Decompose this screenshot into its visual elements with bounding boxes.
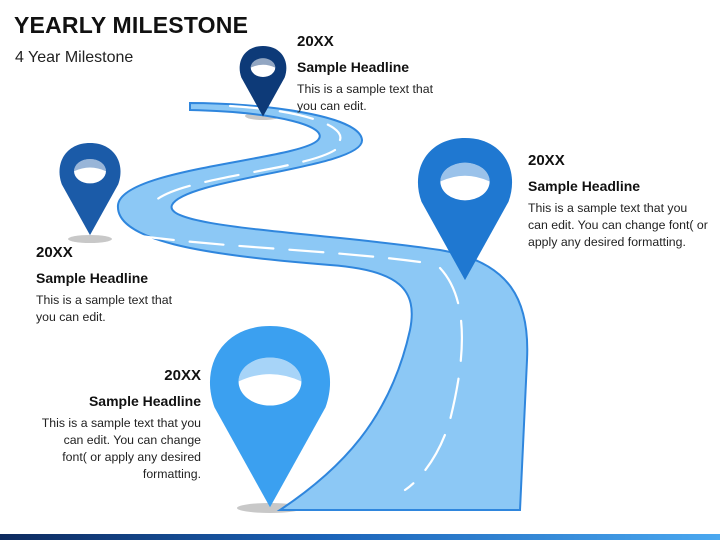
road-marking: [403, 266, 464, 492]
milestone-headline: Sample Headline: [88, 393, 201, 409]
milestone-text: This is a sample text that you can edit.: [36, 293, 173, 324]
milestone-headline: Sample Headline: [528, 178, 641, 194]
page-title: YEARLY MILESTONE: [14, 12, 249, 38]
road-marking: [148, 148, 337, 210]
milestone-block-4: 20XX Sample Headline This is a sample te…: [40, 367, 201, 483]
milestone-headline: Sample Headline: [297, 59, 410, 75]
milestone-year: 20XX: [297, 33, 334, 50]
page-subtitle: 4 Year Milestone: [15, 49, 134, 66]
road-shape: [116, 101, 529, 511]
milestone-year: 20XX: [164, 367, 201, 384]
milestone-block-2: 20XX Sample Headline This is a sample te…: [36, 244, 176, 326]
milestone-block-1: 20XX Sample Headline This is a sample te…: [297, 33, 447, 115]
map-pin-icon: [59, 143, 121, 236]
milestone-year: 20XX: [36, 244, 73, 261]
pin-shadow: [68, 235, 112, 243]
bottom-accent-bar: [0, 534, 720, 540]
milestone-text: This is a sample text that you can edit.…: [41, 416, 201, 481]
map-pin-icon: [209, 326, 331, 508]
milestone-block-3: 20XX Sample Headline This is a sample te…: [528, 152, 708, 251]
milestone-text: This is a sample text that you can edit.…: [528, 201, 708, 249]
milestone-headline: Sample Headline: [36, 270, 149, 286]
milestone-year: 20XX: [528, 152, 565, 169]
road-marking: [228, 104, 342, 142]
map-pin-icon: [417, 138, 513, 281]
map-pin-icon: [239, 46, 287, 117]
milestone-text: This is a sample text that you can edit.: [297, 82, 434, 113]
